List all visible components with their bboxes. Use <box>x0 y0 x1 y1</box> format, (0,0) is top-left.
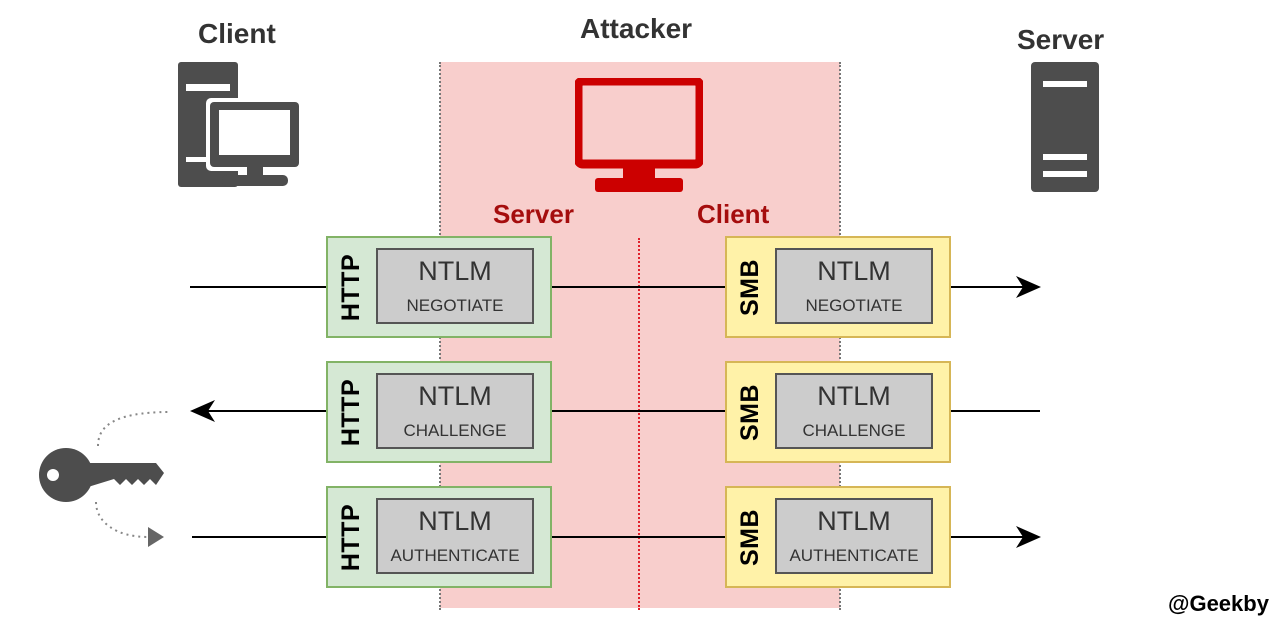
smb-negotiate-box: SMB NTLM NEGOTIATE <box>725 236 951 338</box>
ntlm-label: NTLM <box>418 506 492 536</box>
smb-protocol-label: SMB <box>736 258 765 316</box>
ntlm-label: NTLM <box>817 381 891 411</box>
attacker-client-label: Client <box>697 199 770 229</box>
smb-protocol-label: SMB <box>736 383 765 441</box>
ntlm-label: NTLM <box>418 256 492 286</box>
negotiate-label: NEGOTIATE <box>406 296 504 315</box>
negotiate-line-right <box>949 286 1024 288</box>
http-authenticate-box: HTTP NTLM AUTHENTICATE <box>326 486 552 588</box>
attacker-server-label: Server <box>493 199 574 229</box>
client-title: Client <box>198 18 276 49</box>
smb-challenge-box: SMB NTLM CHALLENGE <box>725 361 951 463</box>
http-challenge-box: HTTP NTLM CHALLENGE <box>326 361 552 463</box>
challenge-line-left <box>205 410 328 412</box>
authenticate-label: AUTHENTICATE <box>789 546 919 565</box>
authenticate-arrow-right-icon <box>1016 526 1041 548</box>
client-computer-icon <box>178 62 303 187</box>
ntlm-label: NTLM <box>817 256 891 286</box>
server-tower-icon <box>1031 62 1099 192</box>
attacker-divider <box>638 238 640 610</box>
negotiate-arrow-right-icon <box>1016 276 1041 298</box>
smb-authenticate-box: SMB NTLM AUTHENTICATE <box>725 486 951 588</box>
key-icon <box>39 411 171 547</box>
ntlm-label: NTLM <box>418 381 492 411</box>
smb-protocol-label: SMB <box>736 508 765 566</box>
ntlm-challenge-inner: NTLM CHALLENGE <box>376 373 534 449</box>
server-title: Server <box>1017 24 1105 55</box>
attacker-monitor-icon <box>575 78 703 192</box>
authenticate-label: AUTHENTICATE <box>390 546 520 565</box>
challenge-line-middle <box>551 410 727 412</box>
http-protocol-label: HTTP <box>337 503 366 571</box>
challenge-arrow-left-icon <box>190 400 215 422</box>
authenticate-line-left <box>192 536 328 538</box>
challenge-label: CHALLENGE <box>802 421 906 440</box>
ntlm-negotiate-inner: NTLM NEGOTIATE <box>775 248 933 324</box>
http-protocol-label: HTTP <box>337 378 366 446</box>
challenge-label: CHALLENGE <box>403 421 507 440</box>
negotiate-line-left <box>190 286 328 288</box>
negotiate-label: NEGOTIATE <box>805 296 903 315</box>
http-negotiate-box: HTTP NTLM NEGOTIATE <box>326 236 552 338</box>
watermark: @Geekby <box>1168 591 1269 616</box>
ntlm-label: NTLM <box>817 506 891 536</box>
ntlm-challenge-inner: NTLM CHALLENGE <box>775 373 933 449</box>
ntlm-negotiate-inner: NTLM NEGOTIATE <box>376 248 534 324</box>
authenticate-line-right <box>949 536 1024 538</box>
negotiate-line-middle <box>551 286 727 288</box>
authenticate-line-middle <box>551 536 727 538</box>
http-protocol-label: HTTP <box>337 253 366 321</box>
attacker-title: Attacker <box>580 13 693 44</box>
challenge-line-right <box>949 410 1040 412</box>
ntlm-authenticate-inner: NTLM AUTHENTICATE <box>775 498 933 574</box>
ntlm-authenticate-inner: NTLM AUTHENTICATE <box>376 498 534 574</box>
